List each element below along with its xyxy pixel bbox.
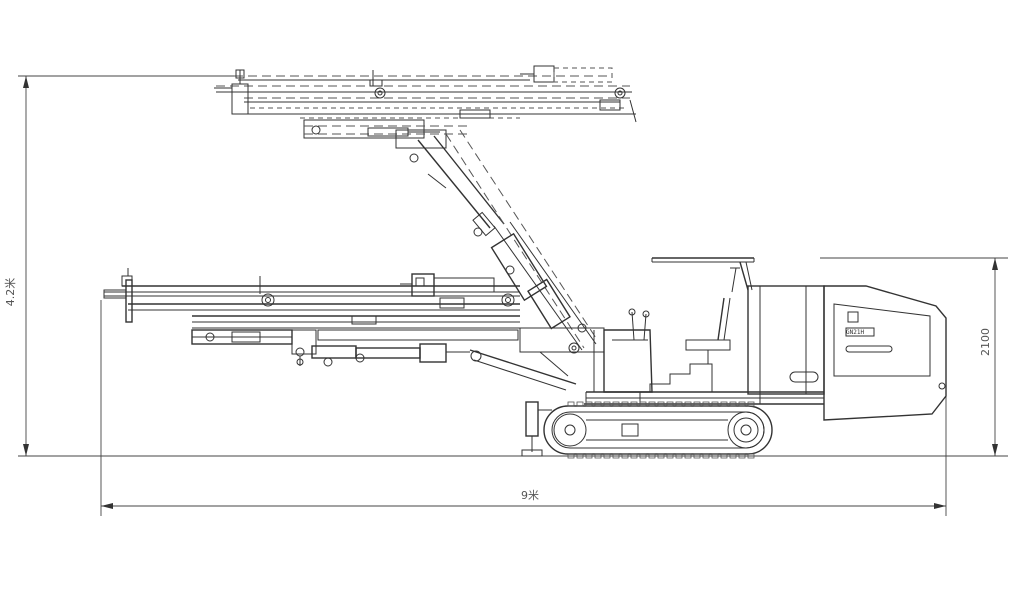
front-stabilizer [521,401,552,457]
track-shoe [585,401,593,407]
track-shoe [630,453,638,459]
crawler-track [543,401,773,459]
track-shoe [711,401,719,407]
track-shoe [711,453,719,459]
track-shoe [567,401,575,407]
feed-clamp-right [501,293,515,307]
track-shoe [684,453,692,459]
feed-clamp-left [259,276,275,307]
track-shoe [594,401,602,407]
track-shoe [612,401,620,407]
track-shoe [729,453,737,459]
track-shoe [729,401,737,407]
track-shoe [612,453,620,459]
track-shoe [567,453,575,459]
track-shoe [720,401,728,407]
track-shoe [603,453,611,459]
track-shoe [576,401,584,407]
track-shoe [702,453,710,459]
panel-lamp [847,311,859,323]
track-shoe [738,401,746,407]
track-shoe [657,401,665,407]
track-shoe [648,401,656,407]
dimension-lines [18,75,1008,516]
machine-height-dimension-label: 2100 [979,328,992,356]
track-shoe [639,401,647,407]
track-shoe [675,453,683,459]
track-shoe [639,453,647,459]
operator-seat [685,297,731,364]
feed-beam [103,268,520,329]
track-shoe [657,453,665,459]
track-shoe [576,453,584,459]
cab-grab-handle [789,371,819,383]
track-shoe [666,401,674,407]
track-shoe [738,453,746,459]
engine-hood [823,285,947,421]
track-shoe [666,453,674,459]
track-shoe [747,401,755,407]
length-dimension-label: 9米 [521,489,539,502]
track-shoe [684,401,692,407]
front-idler [553,413,587,447]
track-shoe [585,453,593,459]
vent-slot [845,345,893,353]
track-shoe [594,453,602,459]
track-shoe [675,401,683,407]
track-shoe [693,453,701,459]
rock-drill [411,273,435,297]
carrier-body: GN21H [521,257,947,457]
track-shoe [603,401,611,407]
track-shoe [693,401,701,407]
track-shoe [621,401,629,407]
track-shoe [720,453,728,459]
height-dimension-label: 4.2米 [4,278,17,307]
track-shoe [747,453,755,459]
track-shoe [648,453,656,459]
track-shoes [567,401,755,459]
boom-assembly [469,221,605,391]
panel-label: GN21H [846,329,864,336]
track-shoe [702,401,710,407]
extension-cylinders [191,329,519,367]
track-shoe [621,453,629,459]
drive-sprocket [727,411,765,449]
raised-boom-position [214,65,637,349]
control-console [603,308,653,393]
track-shoe [630,401,638,407]
entry-steps [649,363,713,392]
